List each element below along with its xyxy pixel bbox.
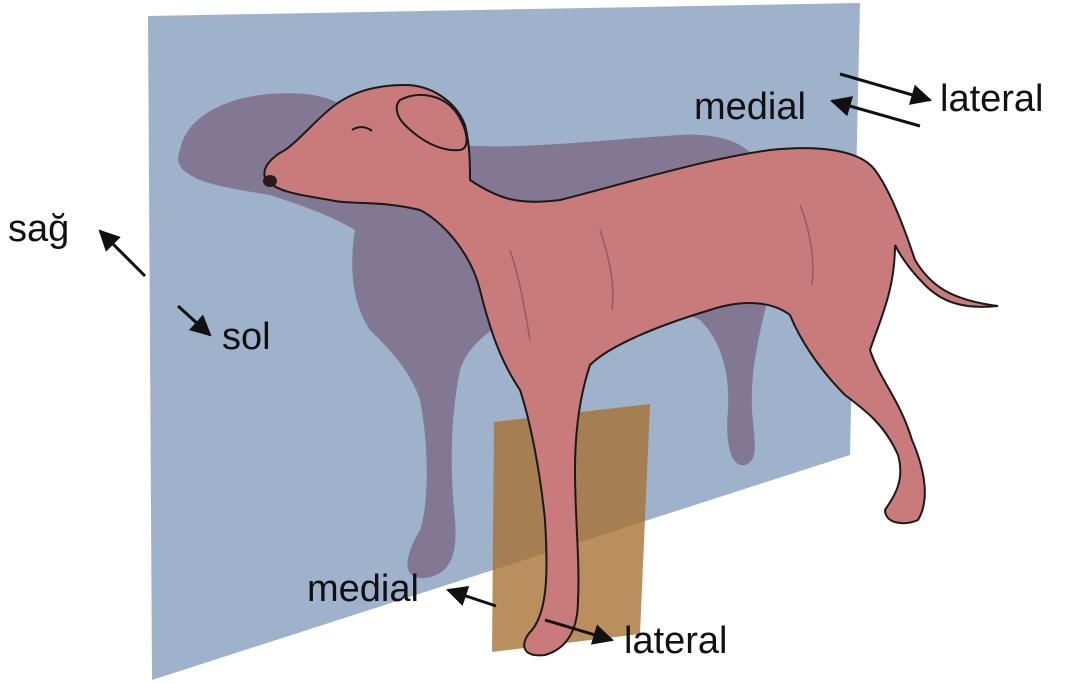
label-sol: sol bbox=[222, 318, 271, 356]
label-medial-bottom: medial bbox=[307, 570, 419, 608]
dog-nose bbox=[263, 175, 277, 187]
label-lateral-bottom: lateral bbox=[624, 622, 728, 660]
arrow-sag bbox=[100, 231, 145, 276]
label-medial-top: medial bbox=[694, 88, 806, 126]
label-sag: sağ bbox=[8, 210, 69, 248]
label-lateral-top: lateral bbox=[940, 80, 1044, 118]
arrow-medial-bottom bbox=[448, 590, 496, 606]
